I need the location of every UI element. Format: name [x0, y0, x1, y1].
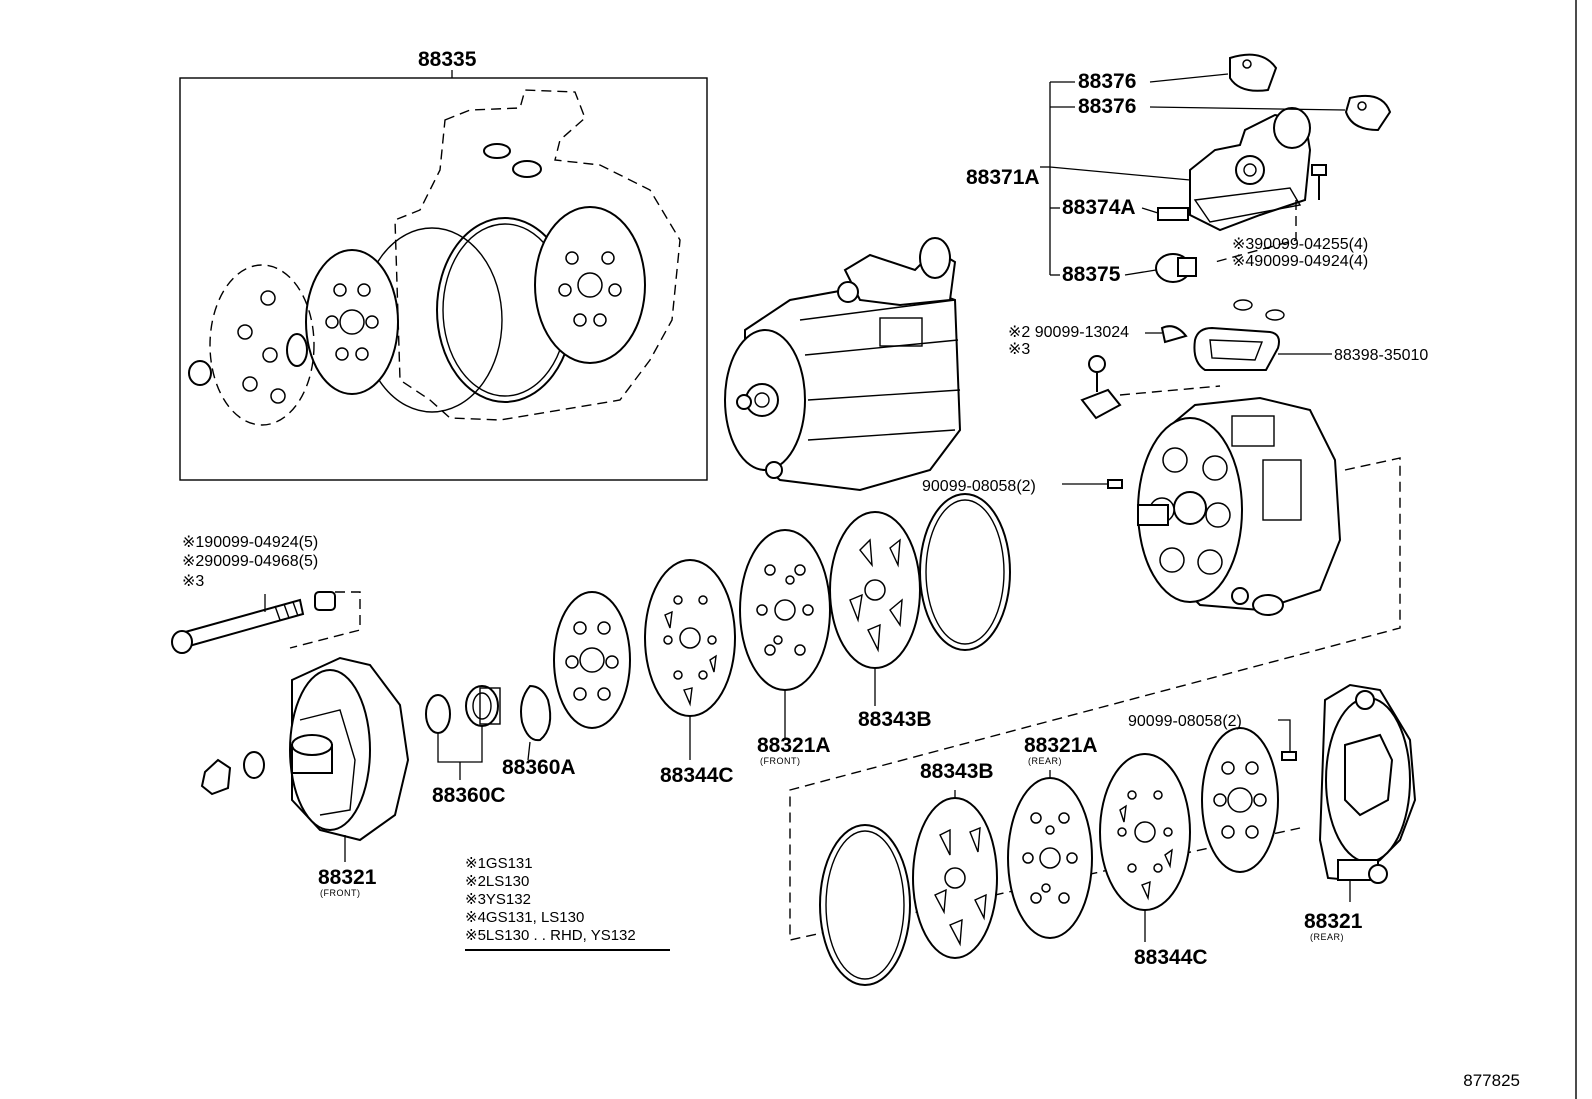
label-88344C-rear: 88344C: [1134, 946, 1208, 969]
label-88321-rear: 88321: [1304, 910, 1363, 933]
gasket-kit-box: [179, 77, 708, 481]
label-88321-front: 88321: [318, 866, 377, 889]
label-gasket-ref-2: ※2 90099-13024: [1008, 324, 1129, 341]
label-88360C: 88360C: [432, 784, 506, 807]
label-88344C-front: 88344C: [660, 764, 734, 787]
label-88398-35010: 88398-35010: [1334, 347, 1428, 364]
front-housing-group: [171, 591, 410, 862]
legend-item-2: ※2LS130: [465, 873, 529, 890]
label-88321-rear-sub: (REAR): [1310, 932, 1344, 942]
label-88376-a: 88376: [1078, 70, 1136, 93]
label-88343B-front: 88343B: [858, 708, 932, 731]
rear-exploded-row: [819, 683, 1417, 986]
applicability-legend: ※1GS131 ※2LS130 ※3YS132 ※4GS131, LS130 ※…: [465, 855, 670, 951]
label-88376-b: 88376: [1078, 95, 1136, 118]
legend-item-4: ※4GS131, LS130: [465, 909, 584, 926]
legend-item-1: ※1GS131: [465, 855, 533, 872]
legend-item-5: ※5LS130 . . RHD, YS132: [465, 927, 636, 944]
label-bolt-2: ※290099-04968(5): [182, 553, 318, 570]
label-88375: 88375: [1062, 263, 1121, 286]
rear-housing-group: [789, 299, 1401, 941]
legend-item-3: ※3YS132: [465, 891, 531, 908]
label-88321-front-sub: (FRONT): [320, 888, 361, 898]
label-bolt-3: ※3: [182, 573, 204, 590]
label-88371A: 88371A: [966, 166, 1040, 189]
label-88321A-front: 88321A: [757, 734, 831, 757]
label-88321A-rear: 88321A: [1024, 734, 1098, 757]
label-88374A: 88374A: [1062, 196, 1136, 219]
label-88360A: 88360A: [502, 756, 576, 779]
valve-sensor-group: [1040, 53, 1392, 283]
compressor-assembly: [724, 237, 962, 492]
front-exploded-row: [425, 493, 1011, 780]
label-88321A-rear-sub: (REAR): [1028, 756, 1062, 766]
label-gasket-ref-3: ※3: [1008, 341, 1030, 358]
label-88335: 88335: [418, 48, 477, 71]
label-bolt-sensor-3: ※390099-04255(4): [1232, 236, 1368, 253]
label-pin-upper: 90099-08058(2): [922, 478, 1036, 495]
label-88321A-front-sub: (FRONT): [760, 756, 801, 766]
label-bolt-1: ※190099-04924(5): [182, 534, 318, 551]
gasket-kit-88335: [179, 70, 708, 481]
figure-code: 877825: [1463, 1071, 1520, 1090]
label-88343B-rear: 88343B: [920, 760, 994, 783]
label-pin-lower: 90099-08058(2): [1128, 713, 1242, 730]
label-bolt-sensor-4: ※490099-04924(4): [1232, 253, 1368, 270]
